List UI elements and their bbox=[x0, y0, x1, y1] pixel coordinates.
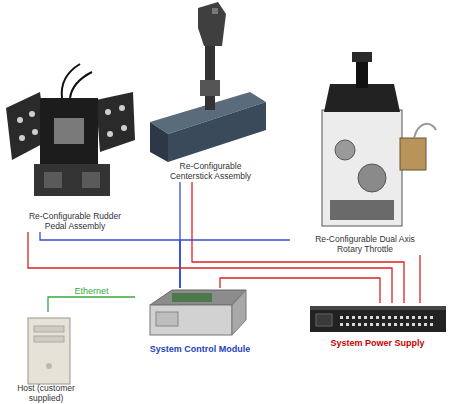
gear bbox=[358, 164, 386, 192]
device-caption: Re-Configurable Centerstick Assembly bbox=[163, 162, 259, 182]
rack-side bbox=[232, 290, 246, 335]
pedal-mechanism bbox=[54, 118, 84, 144]
pedal-base bbox=[34, 164, 110, 196]
module-caption: System Control Module bbox=[150, 344, 251, 354]
pedal-hole bbox=[19, 135, 25, 141]
pedal-mechanism bbox=[40, 98, 98, 168]
cable bbox=[70, 72, 92, 98]
pedal-hole bbox=[107, 131, 113, 137]
connector-wire bbox=[419, 255, 420, 303]
circuit-board bbox=[172, 293, 212, 302]
pedal-hole bbox=[17, 117, 23, 123]
centerstick-drawing bbox=[150, 2, 266, 162]
device-caption: Re-Configurable Rudder Pedal Assembly bbox=[23, 212, 127, 232]
throttle-drawing bbox=[322, 52, 436, 226]
pedal-hole bbox=[121, 125, 127, 131]
terminal-row bbox=[340, 316, 433, 326]
power-caption: System Power Supply bbox=[330, 338, 424, 348]
power-supply-node: System Power Supply bbox=[305, 303, 450, 348]
control-module-node: System Control Module bbox=[135, 288, 265, 354]
throttle-housing bbox=[324, 84, 400, 112]
centerstick-node: Re-Configurable Centerstick Assembly bbox=[148, 0, 273, 182]
host-pc-drawing bbox=[28, 318, 70, 384]
psu-chassis bbox=[310, 306, 446, 332]
psu-switch bbox=[316, 314, 332, 326]
rack-front bbox=[150, 305, 232, 335]
rack-top bbox=[150, 290, 246, 305]
connector-wire bbox=[48, 297, 135, 312]
cable bbox=[414, 124, 436, 138]
psu-chassis bbox=[310, 306, 446, 310]
throttle-base bbox=[330, 200, 394, 220]
edge-label: Ethernet bbox=[74, 286, 108, 296]
power-button bbox=[46, 363, 52, 369]
throttle-body bbox=[322, 110, 402, 226]
rudder-pedal-node: Re-Configurable Rudder Pedal Assembly bbox=[4, 60, 146, 232]
gear bbox=[335, 140, 355, 160]
brass-valve bbox=[400, 138, 426, 170]
power-supply-drawing bbox=[310, 306, 446, 332]
throttle-lever bbox=[352, 52, 372, 62]
drive-bay bbox=[34, 336, 64, 342]
control-module-drawing bbox=[150, 290, 246, 335]
throttle-node: Re-Configurable Dual Axis Rotary Throttl… bbox=[290, 70, 440, 255]
pedal-base bbox=[44, 172, 62, 188]
stick-boot bbox=[200, 80, 220, 96]
pedal-plate bbox=[96, 92, 135, 152]
connector-wire bbox=[220, 278, 380, 303]
stick-button bbox=[212, 8, 218, 14]
connector-wire bbox=[180, 240, 290, 288]
drive-bay bbox=[34, 326, 64, 332]
pedal-hole bbox=[105, 109, 111, 115]
device-caption: Re-Configurable Dual Axis Rotary Throttl… bbox=[310, 235, 420, 255]
stick-grip bbox=[198, 2, 226, 46]
stick-box bbox=[168, 102, 266, 162]
connector-wire bbox=[40, 232, 180, 288]
stick-box bbox=[150, 122, 168, 162]
throttle-lever bbox=[356, 58, 368, 88]
host-caption: Host (customer supplied) bbox=[3, 384, 89, 404]
pedal-hole bbox=[32, 129, 38, 135]
rudder-pedal-drawing bbox=[6, 64, 135, 196]
rack-panel bbox=[156, 312, 178, 326]
pedal-hole bbox=[29, 111, 35, 117]
host-node: Host (customer supplied) bbox=[0, 312, 92, 404]
pc-tower bbox=[28, 318, 70, 384]
pedal-base bbox=[82, 172, 100, 188]
pedal-hole bbox=[119, 105, 125, 111]
stick-shaft bbox=[205, 42, 215, 110]
